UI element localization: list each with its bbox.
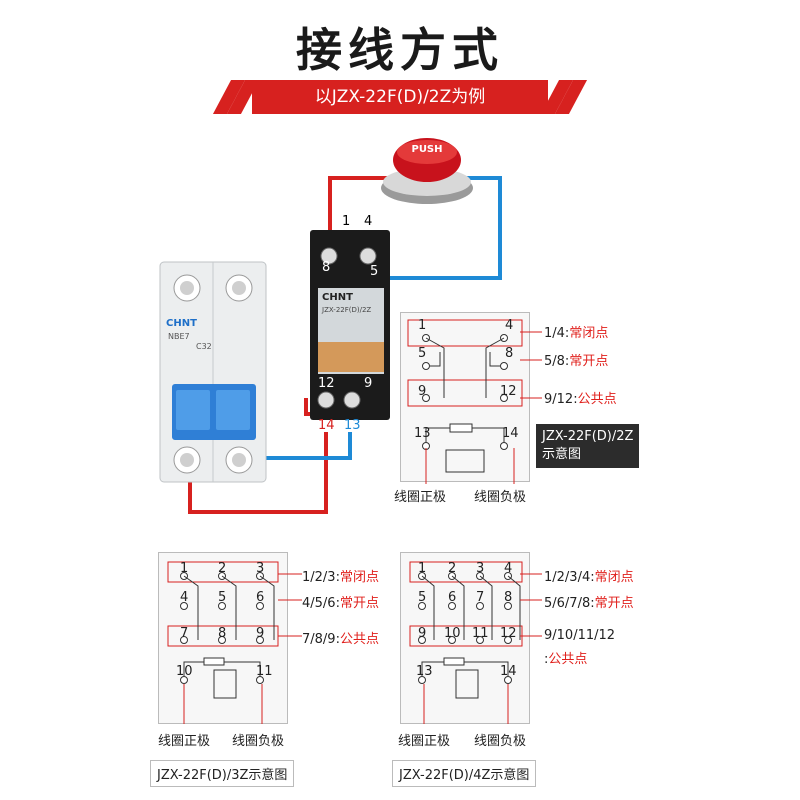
d3z-pin-7: 7: [180, 626, 189, 641]
d4z-pin-12: 12: [500, 626, 517, 641]
d3z-pin-3: 3: [256, 561, 265, 576]
circuit-breaker: [159, 261, 267, 483]
relay-terminal-1: 1: [342, 214, 351, 229]
d3z-pin-1: 1: [180, 561, 189, 576]
d4z-leader-lines: [520, 573, 542, 637]
breaker-rating: C32: [196, 342, 212, 351]
d2z-coil-positive: 线圈正极: [394, 490, 447, 505]
d3z-pin-4: 4: [180, 590, 189, 605]
d3z-coil-negative: 线圈负极: [232, 734, 285, 749]
d4z-pin-4: 4: [504, 561, 513, 576]
d2z-label-common: 9/12:公共点: [544, 392, 617, 407]
d3z-pin-11: 11: [256, 664, 273, 679]
push-button: [381, 138, 473, 204]
d4z-pin-9: 9: [418, 626, 427, 641]
d3z-pin-8: 8: [218, 626, 227, 641]
d2z-coil-leaders: [425, 448, 515, 484]
d2z-leader-lines: [520, 331, 542, 399]
d4z-pin-10: 10: [444, 626, 461, 641]
relay-terminal-8: 8: [322, 260, 331, 275]
d3z-label-nc: 1/2/3:常闭点: [302, 570, 379, 585]
relay-model: JZX-22F(D)/2Z: [322, 306, 372, 314]
d2z-pin-13: 13: [414, 426, 431, 441]
d4z-coil-positive: 线圈正极: [398, 734, 451, 749]
blue-wire-top: [372, 176, 502, 280]
d4z-pin-3: 3: [476, 561, 485, 576]
d3z-caption: JZX-22F(D)/3Z示意图: [150, 760, 295, 787]
d3z-leader-lines: [278, 573, 302, 637]
red-wire-bottom: [188, 432, 328, 514]
d3z-label-common: 7/8/9:公共点: [302, 632, 379, 647]
diagram-3z: [158, 552, 288, 724]
d4z-caption: JZX-22F(D)/4Z示意图: [392, 760, 537, 787]
d3z-pin-6: 6: [256, 590, 265, 605]
d3z-coil-positive: 线圈正极: [158, 734, 211, 749]
relay: [310, 230, 390, 420]
d2z-pin-5: 5: [418, 346, 427, 361]
d4z-pin-11: 11: [472, 626, 489, 641]
relay-terminal-5: 5: [370, 264, 379, 279]
d4z-label-no: 5/6/7/8:常开点: [544, 596, 634, 611]
relay-terminal-12: 12: [318, 376, 335, 391]
d4z-label-nc: 1/2/3/4:常闭点: [544, 570, 634, 585]
d3z-coil-leaders: [183, 684, 263, 724]
subtitle-banner: 以JZX-22F(D)/2Z为例: [252, 80, 548, 114]
d3z-label-no: 4/5/6:常开点: [302, 596, 379, 611]
d3z-pin-5: 5: [218, 590, 227, 605]
d3z-pin-2: 2: [218, 561, 227, 576]
d2z-pin-8: 8: [505, 346, 514, 361]
d2z-pin-12: 12: [500, 384, 517, 399]
d4z-pin-1: 1: [418, 561, 427, 576]
d4z-coil-negative: 线圈负极: [474, 734, 527, 749]
d4z-label-common-line1: 9/10/11/12: [544, 628, 616, 643]
page-title: 接线方式: [296, 23, 504, 77]
diagram-2z: [400, 312, 530, 482]
d3z-pin-9: 9: [256, 626, 265, 641]
d2z-label-no: 5/8:常开点: [544, 354, 609, 369]
d4z-label-common-line2: :公共点: [544, 652, 588, 667]
d2z-label-nc: 1/4:常闭点: [544, 326, 609, 341]
d2z-coil-negative: 线圈负极: [474, 490, 527, 505]
d4z-pin-14: 14: [500, 664, 517, 679]
relay-terminal-9: 9: [364, 376, 373, 391]
relay-terminal-4: 4: [364, 214, 373, 229]
d4z-pin-5: 5: [418, 590, 427, 605]
d4z-coil-leaders: [423, 684, 509, 724]
relay-terminal-14: 14: [318, 418, 335, 433]
d4z-pin-7: 7: [476, 590, 485, 605]
push-button-label: PUSH: [411, 144, 443, 155]
d4z-pin-2: 2: [448, 561, 457, 576]
d3z-pin-10: 10: [176, 664, 193, 679]
blue-wire-bottom: [236, 432, 352, 460]
breaker-model: NBE7: [168, 332, 190, 341]
relay-brand: CHNT: [322, 292, 353, 303]
d4z-pin-6: 6: [448, 590, 457, 605]
relay-terminal-13: 13: [344, 418, 361, 433]
d2z-pin-1: 1: [418, 318, 427, 333]
d2z-pin-9: 9: [418, 384, 427, 399]
d2z-pin-14: 14: [502, 426, 519, 441]
d4z-pin-8: 8: [504, 590, 513, 605]
d4z-pin-13: 13: [416, 664, 433, 679]
d2z-pin-4: 4: [505, 318, 514, 333]
breaker-brand: CHNT: [166, 318, 197, 329]
